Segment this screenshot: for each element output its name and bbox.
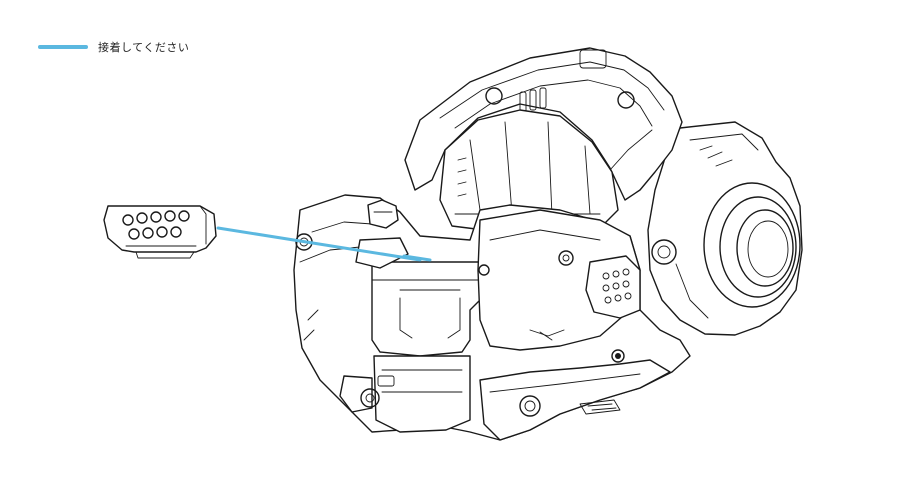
legend: 接着してください <box>38 40 189 54</box>
adhesive-target-line <box>402 254 432 262</box>
legend-label: 接着してください <box>98 41 190 54</box>
legend-swatch <box>38 45 88 49</box>
inner-cavity <box>439 109 619 233</box>
lens-housing <box>647 121 803 336</box>
adhesive-leader-line <box>216 226 422 262</box>
headset-illustration <box>293 47 803 441</box>
adhesive-pad-part <box>103 205 217 259</box>
head-strap <box>404 47 683 201</box>
rear-shell <box>293 194 691 441</box>
